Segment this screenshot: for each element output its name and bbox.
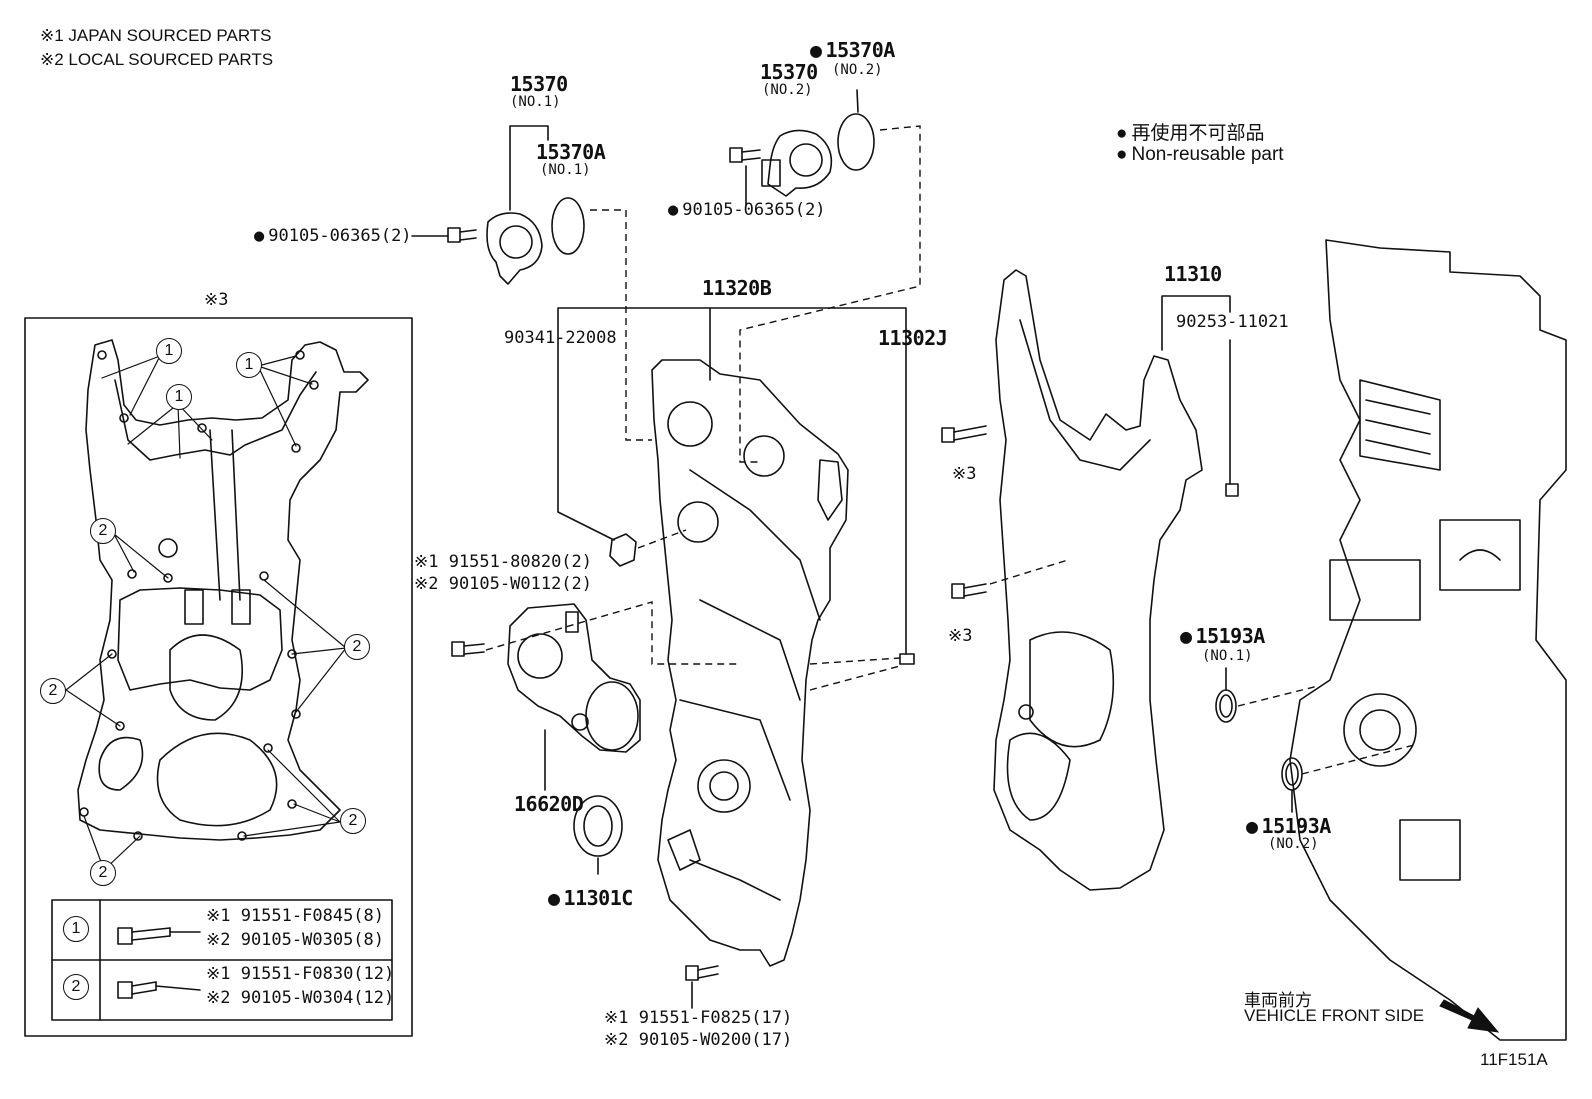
callout-2: 2 — [344, 634, 370, 660]
table-key-1: 1 — [63, 916, 89, 942]
label-bottom-bolt-jp: ※1 91551-F0825(17) — [604, 1008, 793, 1028]
label-15193a-no1: 15193A — [1180, 624, 1266, 648]
label-15370-no1-sub: (NO.1) — [510, 94, 561, 110]
label-bolt-left: 90105-06365(2) — [254, 226, 411, 246]
label-15370a-no1: 15370A — [536, 140, 606, 164]
callout-2: 2 — [90, 518, 116, 544]
label-tensioner-bolt-jp: ※1 91551-80820(2) — [414, 552, 593, 572]
bolt-top-icon — [729, 147, 761, 163]
label-case-bolt-upper-ref: ※3 — [952, 464, 977, 484]
label-15193a-no2: 15193A — [1246, 814, 1332, 838]
timing-case-11310 — [993, 269, 1203, 891]
legend-en: Non-reusable part — [1116, 144, 1283, 166]
label-15370-no1: 15370 — [510, 72, 568, 96]
label-11301c: 11301C — [548, 886, 634, 910]
callout-1: 1 — [156, 338, 182, 364]
tensioner-16620d — [507, 603, 641, 753]
inset-title: ※3 — [204, 290, 229, 310]
label-16620d: 16620D — [514, 792, 584, 816]
oil-seal-11301c — [573, 795, 623, 857]
callout-1: 1 — [166, 384, 192, 410]
label-15370a-no1-sub: (NO.1) — [540, 162, 591, 178]
label-bolt-top: 90105-06365(2) — [668, 200, 825, 220]
table-row-2-local: ※2 90105-W0304(12) — [206, 988, 395, 1008]
sensor-no2 — [761, 129, 833, 197]
callout-2: 2 — [40, 678, 66, 704]
inset-cover-outline — [77, 339, 369, 841]
label-bottom-bolt-local: ※2 90105-W0200(17) — [604, 1030, 793, 1050]
callout-1: 1 — [236, 352, 262, 378]
inset-frame — [24, 317, 413, 1037]
label-15370-no2-sub: (NO.2) — [762, 82, 813, 98]
label-15193a-no2-sub: (NO.2) — [1268, 836, 1319, 852]
tensioner-bolt-icon — [451, 641, 485, 657]
plug-90341 — [609, 533, 637, 567]
label-11302j: 11302J — [878, 326, 948, 350]
label-tensioner-bolt-local: ※2 90105-W0112(2) — [414, 574, 593, 594]
label-15370-no2: 15370 — [760, 60, 818, 84]
table-row-2-jp: ※1 91551-F0830(12) — [206, 964, 395, 984]
dowel-11302j — [899, 653, 915, 665]
table-bolt-1 — [117, 927, 201, 945]
label-90253: 90253-11021 — [1176, 312, 1289, 332]
seal-ring-no1 — [551, 197, 585, 255]
label-15370a-no2: 15370A — [810, 38, 896, 62]
engine-block — [1289, 239, 1567, 1041]
table-row-1-jp: ※1 91551-F0845(8) — [206, 906, 385, 926]
label-90341: 90341-22008 — [504, 328, 617, 348]
direction-jp: 車両前方 — [1244, 991, 1312, 1010]
case-bolt-upper-icon — [941, 425, 987, 443]
sensor-no1 — [486, 212, 543, 285]
callout-2: 2 — [340, 808, 366, 834]
direction-en: VEHICLE FRONT SIDE — [1244, 1006, 1425, 1025]
note-local: ※2 LOCAL SOURCED PARTS — [40, 50, 274, 69]
label-15370a-no2-sub: (NO.2) — [832, 62, 883, 78]
legend-jp: 再使用不可部品 — [1116, 118, 1264, 145]
table-row-1-local: ※2 90105-W0305(8) — [206, 930, 385, 950]
label-15193a-no1-sub: (NO.1) — [1202, 648, 1253, 664]
timing-cover-11320b — [651, 359, 849, 967]
callout-2: 2 — [90, 860, 116, 886]
figure-id: 11F151A — [1480, 1050, 1548, 1069]
seal-ring-no2 — [837, 113, 875, 171]
table-bolt-2 — [117, 981, 201, 999]
label-11320b: 11320B — [702, 276, 772, 300]
bolt-left-icon — [447, 227, 477, 243]
front-arrow-icon — [1439, 999, 1500, 1033]
bottom-bolt-icon — [685, 965, 719, 981]
label-case-bolt-lower-ref: ※3 — [948, 626, 973, 646]
case-bolt-lower-icon — [951, 583, 987, 599]
inset-bolt-holes — [79, 350, 319, 841]
label-11310: 11310 — [1164, 262, 1222, 286]
seal-15193a-no1 — [1215, 689, 1237, 723]
note-japan: ※1 JAPAN SOURCED PARTS — [40, 26, 272, 45]
table-key-2: 2 — [63, 974, 89, 1000]
